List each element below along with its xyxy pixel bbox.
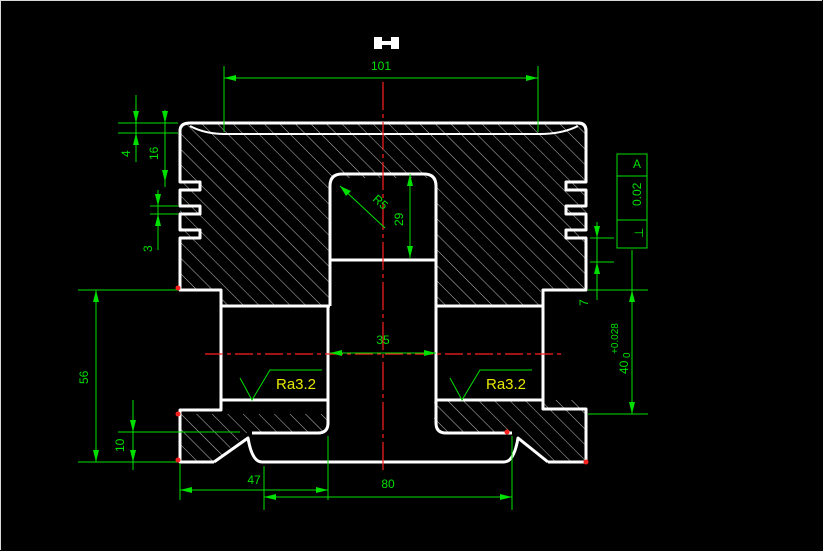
dimension-lines — [78, 66, 648, 510]
roughness-left: Ra3.2 — [239, 369, 322, 402]
dim-right-tol-upper: +0.028 — [610, 323, 621, 354]
tolerance-value: 0.02 — [630, 182, 644, 206]
dimension-arrows — [93, 75, 635, 500]
dim-right-height: 40 — [617, 360, 631, 374]
tolerance-symbol-icon: ⊥ — [632, 228, 646, 238]
dim-groove-width: 3 — [141, 245, 155, 252]
dim-radius: R5 — [370, 192, 391, 213]
tolerance-frame: A 0.02 ⊥ — [616, 153, 648, 249]
roughness-right: Ra3.2 — [449, 369, 532, 402]
dim-bottom-span: 80 — [381, 477, 395, 491]
view-marker-icon — [374, 37, 399, 49]
roughness-right-label: Ra3.2 — [486, 376, 526, 393]
dim-groove-top: 4 — [119, 150, 133, 157]
dim-bottom-thickness: 10 — [113, 438, 127, 452]
dim-right-tol-lower: 0 — [622, 352, 633, 358]
dim-groove-pitch: 16 — [147, 146, 161, 160]
centerlines — [205, 82, 565, 470]
roughness-left-label: Ra3.2 — [276, 376, 316, 393]
dim-top-width: 101 — [371, 59, 391, 73]
dim-bore-depth: 29 — [392, 212, 406, 226]
hatched-lower-body — [180, 400, 586, 462]
dim-right-step: 7 — [577, 299, 591, 306]
dim-left-height: 56 — [77, 370, 91, 384]
point-markers — [175, 285, 589, 465]
dim-half-span: 47 — [247, 473, 261, 487]
hatched-upper-body — [180, 124, 586, 306]
dim-bore-width: 35 — [376, 333, 390, 347]
tolerance-datum: A — [633, 157, 641, 171]
